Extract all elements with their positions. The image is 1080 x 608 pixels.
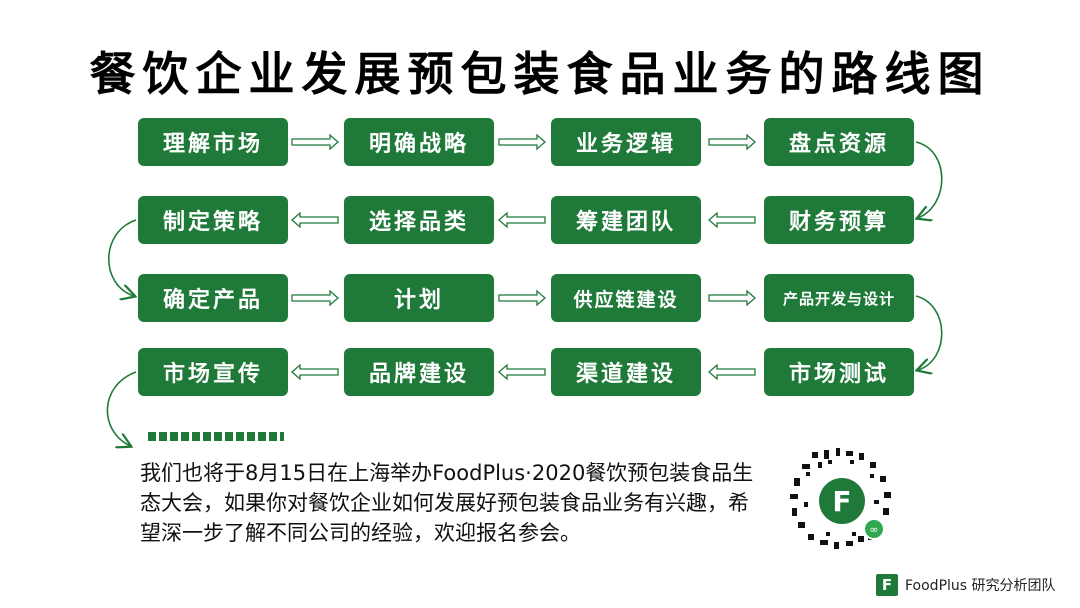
curve-arrow-left-1 [107,219,136,296]
step-select-category: 选择品类 [344,196,494,244]
step-inventory-resources: 盘点资源 [764,118,914,166]
step-formulate-tactics: 制定策略 [138,196,288,244]
step-channel-building: 渠道建设 [551,348,701,396]
mini-program-icon: ∞ [865,520,883,538]
curve-arrow-right-1 [916,141,943,218]
step-financial-budget: 财务预算 [764,196,914,244]
curve-arrow-right-2 [916,295,943,370]
step-business-logic: 业务逻辑 [551,118,701,166]
event-paragraph: 我们也将于8月15日在上海举办FoodPlus·2020餐饮预包装食品生态大会，… [140,461,754,545]
page-title: 餐饮企业发展预包装食品业务的路线图 [89,47,991,101]
dotted-divider [148,432,284,441]
step-brand-building: 品牌建设 [344,348,494,396]
step-market-testing: 市场测试 [764,348,914,396]
brand-footer: F FoodPlus 研究分析团队 [876,574,1056,596]
step-plan: 计划 [344,274,494,322]
brand-logo-icon: F [876,574,898,596]
brand-text: FoodPlus 研究分析团队 [905,578,1056,594]
qr-logo: F [819,478,865,524]
curve-arrow-left-2 [106,371,137,446]
step-confirm-product: 确定产品 [138,274,288,322]
step-product-development: 产品开发与设计 [764,274,914,322]
step-build-team: 筹建团队 [551,196,701,244]
step-understand-market: 理解市场 [138,118,288,166]
step-define-strategy: 明确战略 [344,118,494,166]
step-supply-chain: 供应链建设 [551,274,701,322]
step-marketing-promotion: 市场宣传 [138,348,288,396]
